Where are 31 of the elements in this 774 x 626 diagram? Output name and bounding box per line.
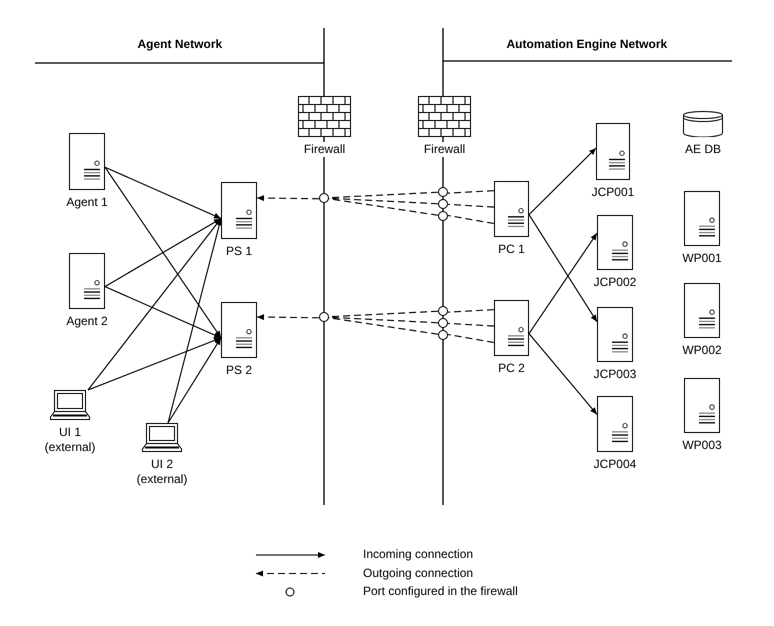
- section-heading: Agent Network: [138, 37, 222, 51]
- node-label: Agent 1: [64, 195, 110, 210]
- arrow: [104, 286, 222, 338]
- port-circle: [438, 306, 448, 316]
- node-label: Firewall: [302, 142, 348, 157]
- port-circle: [319, 193, 329, 203]
- arrow: [104, 166, 222, 219]
- legend-text: Port configured in the firewall: [363, 584, 518, 598]
- arrow: [88, 337, 222, 391]
- port-circle: [438, 199, 448, 209]
- arrow: [528, 232, 598, 334]
- arrow: [104, 166, 222, 338]
- legend-text: Incoming connection: [363, 547, 474, 561]
- arrow: [528, 214, 598, 322]
- arrow: [88, 218, 222, 390]
- legend-text: Outgoing connection: [363, 566, 474, 580]
- port-circle: [438, 330, 448, 340]
- dashed-arrow: [257, 314, 320, 320]
- arrow: [168, 338, 222, 424]
- dashed-arrow: [257, 195, 320, 202]
- arrow: [528, 333, 598, 415]
- port-circle: [438, 187, 448, 197]
- section-heading: Automation Engine Network: [506, 37, 668, 51]
- port-circle: [438, 318, 448, 328]
- node-label: Firewall: [422, 142, 468, 157]
- port-circle: [319, 312, 329, 322]
- arrow: [167, 218, 222, 424]
- node-label: Agent 2: [64, 314, 110, 329]
- arrow: [104, 218, 222, 288]
- port-circle: [438, 211, 448, 221]
- arrow: [528, 148, 596, 215]
